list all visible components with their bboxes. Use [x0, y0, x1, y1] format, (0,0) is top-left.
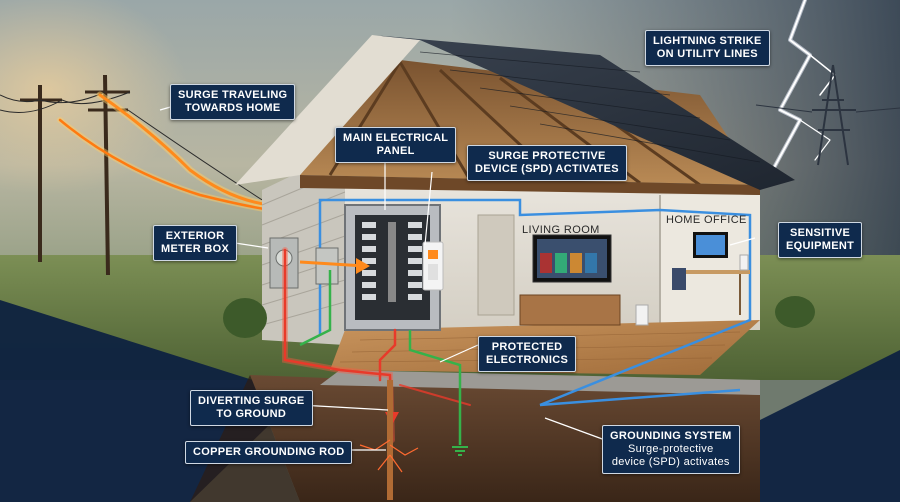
television-graphic	[519, 234, 621, 326]
label-sensitive-line2: equipment	[786, 240, 855, 252]
foundation	[320, 370, 760, 395]
ceiling-beam	[300, 175, 760, 195]
corner-shade-right	[740, 350, 900, 502]
wall-outlet-surge	[635, 304, 649, 326]
label-surge-traveling-line2: towards home	[184, 102, 281, 114]
label-diverting-line1: Diverting surge	[198, 395, 305, 407]
label-meter-line2: meter box	[161, 243, 230, 255]
home-office-label: HOME OFFICE	[666, 214, 747, 226]
label-lightning-line1: Lightning strike	[653, 35, 762, 47]
label-exterior-meter: Exterior meter box	[153, 225, 238, 261]
label-lightning-strike: Lightning strike on utility lines	[645, 30, 770, 66]
label-meter-line1: Exterior	[165, 230, 225, 242]
interior-door	[477, 214, 515, 316]
label-surge-traveling: Surge traveling towards home	[170, 84, 296, 120]
label-surge-traveling-line1: Surge traveling	[178, 89, 288, 101]
label-protected-electronics: Protected electronics	[478, 336, 577, 372]
label-spd-activates: Surge protective device (SPD) activates	[467, 145, 627, 181]
label-grounding-sub1: Surge-protective	[628, 443, 714, 455]
label-sensitive-line1: Sensitive	[789, 227, 851, 239]
gable-trim	[235, 35, 420, 185]
label-diverting-surge: Diverting surge to ground	[190, 390, 313, 426]
ground-symbol	[452, 446, 468, 456]
label-main-panel-line2: panel	[376, 145, 415, 157]
network-wiring	[318, 198, 752, 407]
label-copper-rod-text: Copper grounding rod	[193, 446, 345, 458]
label-protected-line1: Protected	[491, 341, 563, 353]
ground-wire	[299, 270, 462, 445]
label-grounding-system: Grounding system Surge-protective device…	[602, 425, 740, 474]
label-protected-line2: electronics	[486, 354, 569, 366]
bush-left	[223, 298, 267, 338]
label-main-panel: Main electrical panel	[335, 127, 457, 163]
label-lightning-line2: on utility lines	[656, 48, 758, 60]
office-wall	[660, 195, 760, 330]
main-electrical-panel-graphic	[344, 204, 444, 331]
transmission-tower	[755, 64, 900, 166]
label-sensitive-equipment: Sensitive equipment	[778, 222, 863, 258]
label-copper-rod: Copper grounding rod	[185, 441, 353, 464]
label-spd-line1: Surge protective	[488, 150, 606, 162]
office-desk-graphic	[672, 232, 750, 315]
label-grounding-title: Grounding system	[610, 430, 732, 442]
living-room-label: LIVING ROOM	[522, 224, 600, 236]
surge-path	[57, 91, 287, 252]
soil-side	[190, 375, 300, 502]
label-spd-line2: device (SPD) activates	[475, 163, 619, 175]
label-grounding-sub2: device (SPD) activates	[611, 456, 730, 468]
label-main-panel-line1: Main electrical	[343, 132, 449, 144]
label-diverting-line2: to ground	[216, 408, 287, 420]
bush-right	[775, 296, 815, 328]
roof-shingles	[372, 35, 795, 190]
